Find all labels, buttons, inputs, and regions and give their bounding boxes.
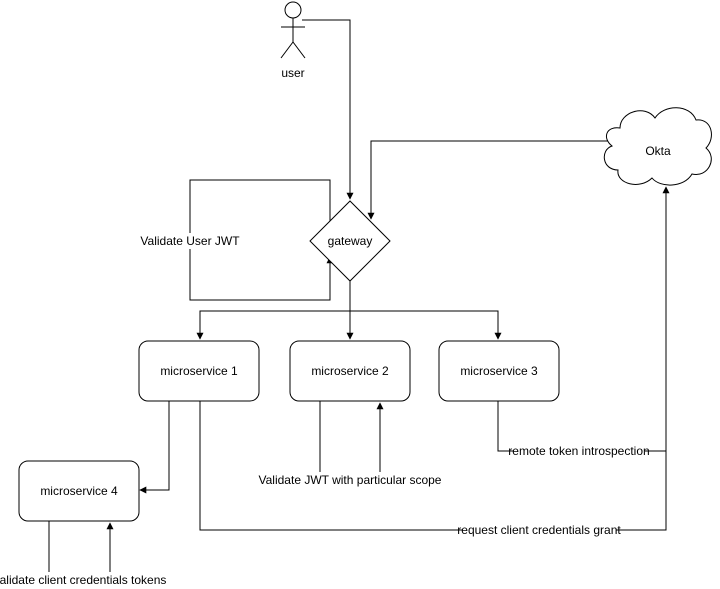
microservice-1-label: microservice 1 bbox=[160, 364, 238, 378]
request-client-credentials-label: request client credentials grant bbox=[457, 523, 621, 537]
edge-user-to-gateway bbox=[302, 19, 354, 200]
remote-token-introspection-label: remote token introspection bbox=[508, 444, 649, 458]
microservice-4-label: microservice 4 bbox=[40, 484, 118, 498]
edge-ms2-self-validate bbox=[319, 401, 384, 481]
microservice-3-label: microservice 3 bbox=[460, 364, 538, 378]
edge-ms1-to-okta bbox=[199, 186, 670, 531]
microservice-4-box bbox=[18, 460, 140, 522]
okta-label: Okta bbox=[645, 144, 671, 158]
validate-jwt-scope-label: Validate JWT with particular scope bbox=[259, 473, 442, 487]
microservice-1-box bbox=[138, 340, 260, 402]
okta-cloud-shape bbox=[603, 107, 712, 186]
edge-gateway-to-ms3 bbox=[350, 310, 502, 340]
edge-gateway-to-ms1 bbox=[196, 310, 350, 340]
edge-ms4-self-validate bbox=[48, 521, 114, 577]
microservice-2-label: microservice 2 bbox=[311, 364, 389, 378]
validate-client-credentials-label: validate client credentials tokens bbox=[0, 573, 166, 587]
user-label: user bbox=[281, 66, 304, 80]
microservice-3-box bbox=[438, 340, 560, 402]
gateway-label: gateway bbox=[328, 234, 373, 248]
edge-okta-to-gateway bbox=[367, 140, 610, 220]
gateway-diamond bbox=[309, 200, 391, 282]
validate-user-jwt-label: Validate User JWT bbox=[140, 234, 240, 248]
microservice-2-box bbox=[289, 340, 411, 402]
edge-ms1-to-ms4 bbox=[139, 401, 170, 494]
user-actor-icon bbox=[280, 1, 306, 59]
